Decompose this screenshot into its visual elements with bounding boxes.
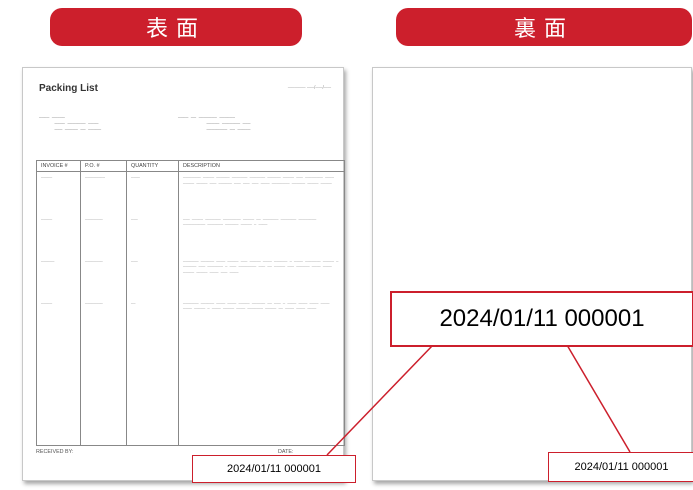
- packing-table: INVOICE # P.O. # QUANTITY DESCRIPTION ──…: [36, 160, 345, 446]
- table-cell: ──────: [36, 255, 81, 298]
- table-cell: ─────────: [80, 171, 127, 214]
- received-by-label: RECEIVED BY:: [36, 449, 74, 455]
- table-cell: ────: [126, 171, 179, 214]
- front-sheet: Packing List ───── ──/──/── ──── ───── ─…: [22, 67, 345, 481]
- back-stamp-callout: 2024/01/11 000001: [548, 452, 693, 482]
- document-title: Packing List: [39, 83, 98, 94]
- table-row: ───── ──────── ── ─────── ────── ──── ──…: [36, 297, 345, 340]
- table-cell: ─────: [36, 213, 81, 256]
- column-header: QUANTITY: [126, 160, 179, 172]
- tab-front-label: 表面: [145, 16, 206, 41]
- table-cell: ──────── ───── ────── ─────── ─────── ──…: [178, 171, 345, 214]
- table-filler-row: [36, 339, 345, 446]
- table-cell: ─────: [36, 171, 81, 214]
- back-sheet: [372, 67, 692, 481]
- ship-to-address: ──── ── ─────── ────── ───── ─────── ───…: [178, 116, 251, 133]
- table-cell: ───: [126, 255, 179, 298]
- column-header: P.O. #: [80, 160, 127, 172]
- date-label: DATE:: [278, 449, 294, 455]
- table-header-row: INVOICE # P.O. # QUANTITY DESCRIPTION: [36, 160, 345, 172]
- table-row: ───── ───────── ──── ──────── ───── ────…: [36, 171, 345, 214]
- from-address: ──── ───── ──── ─────── ──── ─── ───── ─…: [39, 116, 102, 133]
- table-cell: ─────── ────── ──── ───── ─── ───── ────…: [178, 255, 345, 298]
- magnified-stamp-text: 2024/01/11 000001: [439, 305, 645, 332]
- front-stamp-text: 2024/01/11 000001: [227, 463, 321, 475]
- tab-back-label: 裏面: [513, 16, 574, 41]
- document-date: ───── ──/──/──: [287, 85, 331, 91]
- magnified-stamp-callout: 2024/01/11 000001: [390, 291, 693, 347]
- table-row: ───── ──────── ─── ─── ───── ─────── ───…: [36, 213, 345, 256]
- tab-back-side: 裏面: [396, 8, 692, 46]
- table-cell: ─────: [36, 297, 81, 340]
- table-cell: ────────: [80, 297, 127, 340]
- tab-front-side: 表面: [50, 8, 302, 46]
- column-header: INVOICE #: [36, 160, 81, 172]
- back-stamp-text: 2024/01/11 000001: [574, 461, 669, 473]
- front-stamp-callout: 2024/01/11 000001: [192, 455, 356, 483]
- table-cell: ────────: [80, 255, 127, 298]
- table-cell: ──: [126, 297, 179, 340]
- table-cell: ─────── ────── ──── ──── ───── ────── ──…: [178, 297, 345, 340]
- table-row: ────── ──────── ─── ─────── ────── ──── …: [36, 255, 345, 298]
- table-cell: ───: [126, 213, 179, 256]
- table-cell: ─── ───── ─────── ──────── ───── ── ────…: [178, 213, 345, 256]
- table-cell: ────────: [80, 213, 127, 256]
- column-header: DESCRIPTION: [178, 160, 345, 172]
